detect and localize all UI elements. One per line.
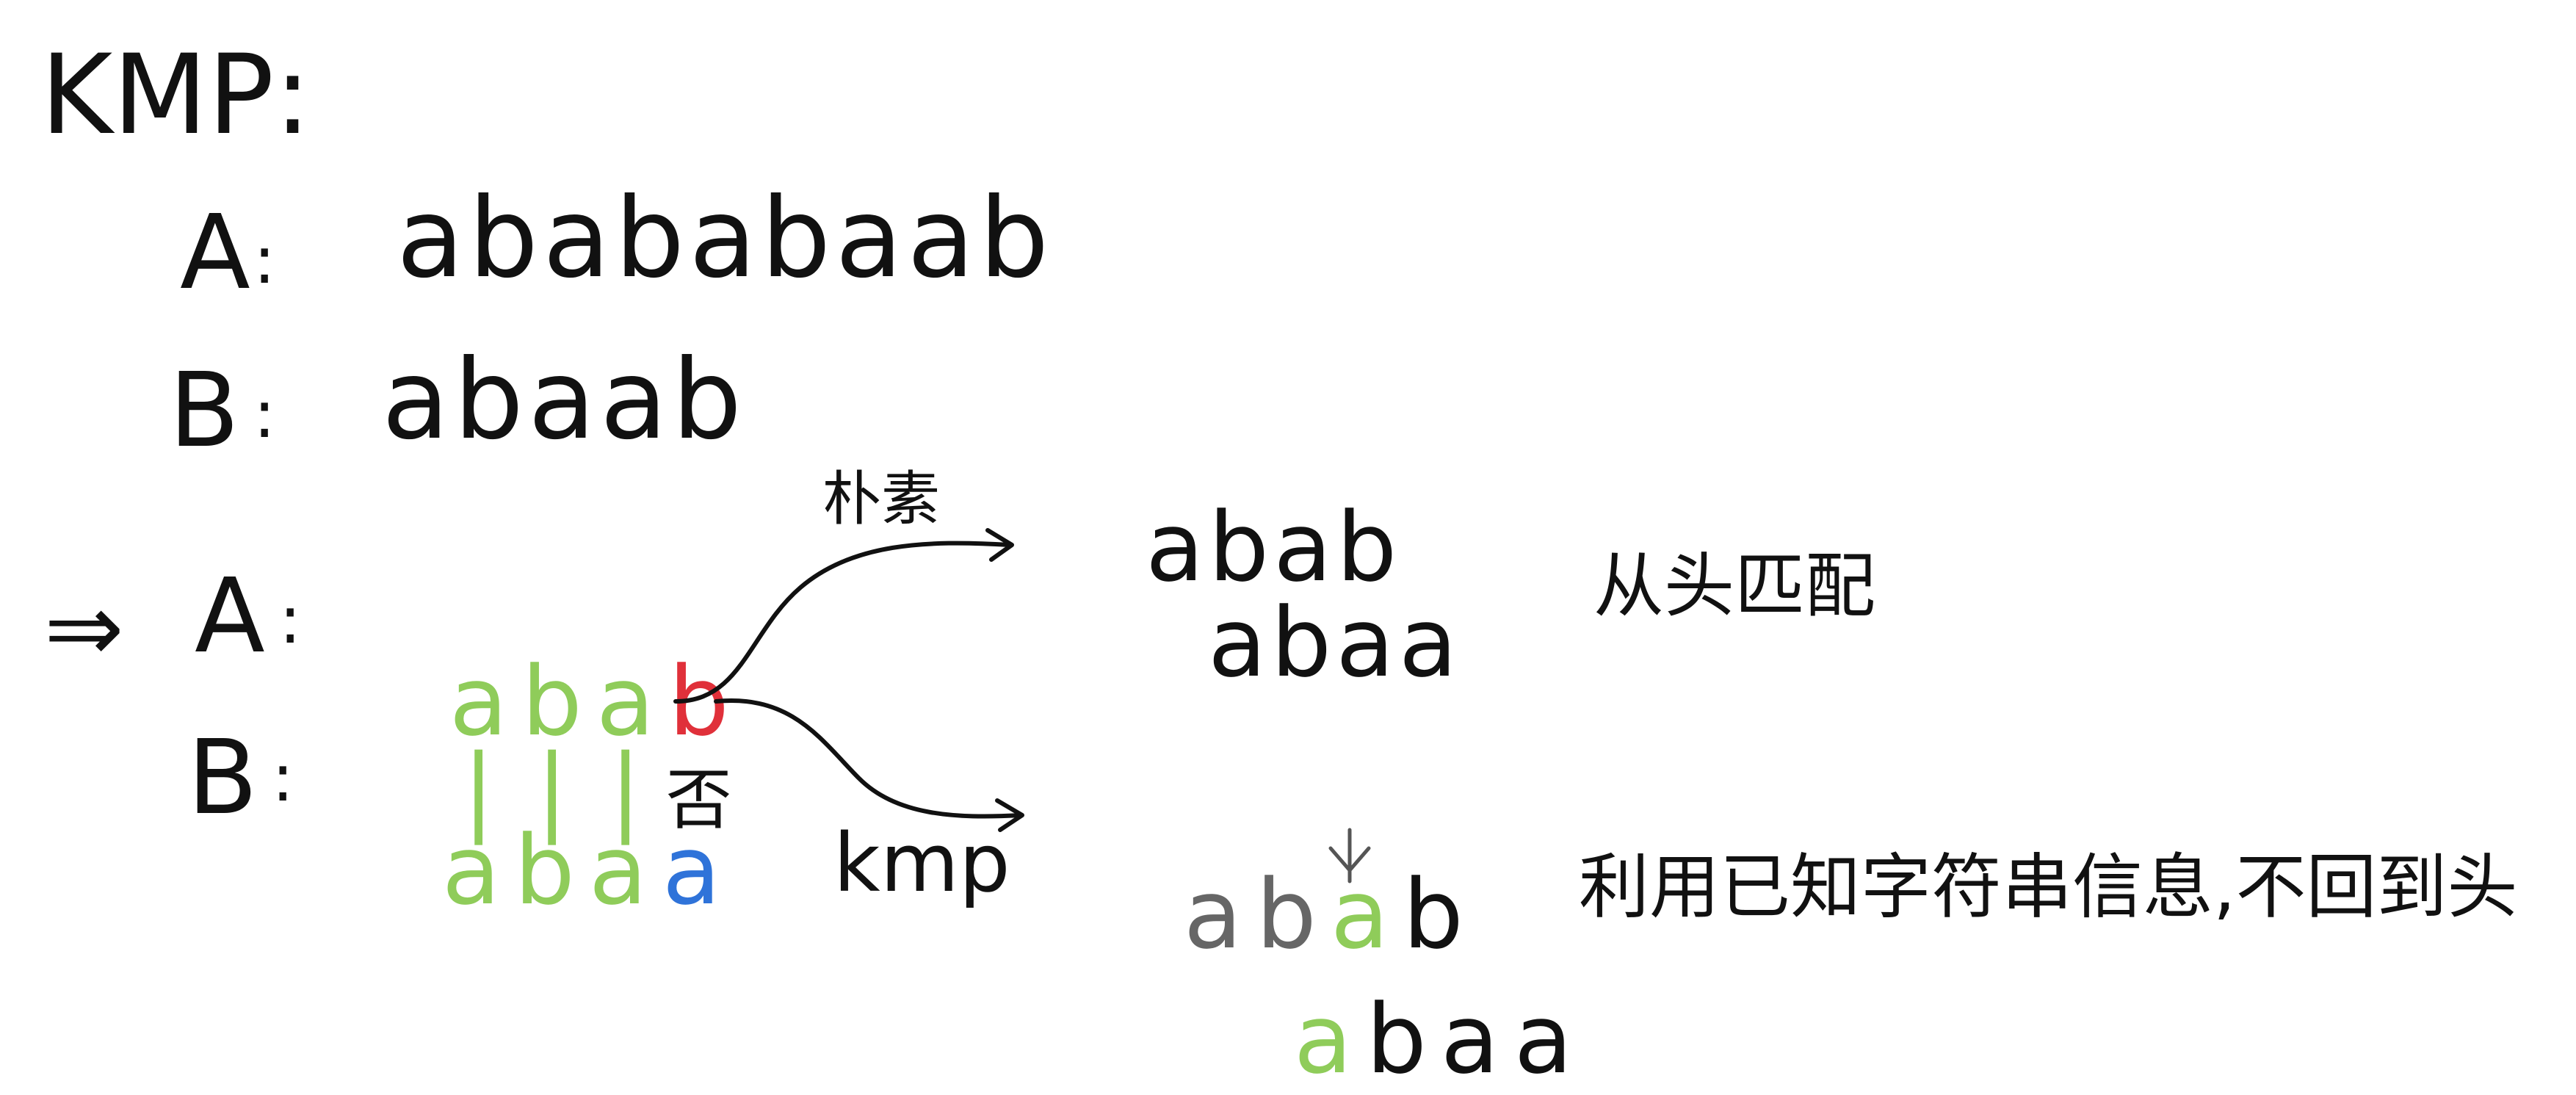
kmp-top-char: a bbox=[1183, 859, 1247, 970]
kmp-note: 利用已知字符串信息,不回到头 bbox=[1579, 846, 2518, 928]
kmp-bottom-char: a bbox=[1513, 983, 1577, 1095]
naive-bottom-string: abaa bbox=[1208, 587, 1462, 698]
naive-label: 朴素 bbox=[822, 465, 940, 533]
row-b-colon: : bbox=[253, 376, 276, 453]
compare-match-marks: |||否 bbox=[375, 646, 738, 837]
row-a-label: A bbox=[180, 193, 250, 313]
compare-b-colon: : bbox=[272, 740, 294, 817]
implies-arrow: ⇒ bbox=[44, 572, 124, 684]
kmp-top-char: b bbox=[1403, 859, 1468, 970]
compare-b-char: b bbox=[514, 814, 579, 926]
match-mark: | bbox=[609, 734, 646, 845]
compare-a-char: a bbox=[449, 646, 513, 757]
compare-a-char: a bbox=[596, 646, 659, 757]
kmp-arrowhead bbox=[995, 798, 1024, 832]
compare-a-char: b bbox=[521, 646, 587, 757]
shift-arrow bbox=[1328, 828, 1371, 883]
text-a-string: abababaab bbox=[397, 175, 1054, 303]
kmp-bottom-char: a bbox=[1440, 983, 1504, 1095]
compare-b-char: a bbox=[588, 814, 652, 926]
match-mark: | bbox=[535, 734, 573, 845]
naive-top-string: abab bbox=[1146, 491, 1402, 603]
kmp-branch-arrow bbox=[714, 698, 1023, 819]
naive-note: 从头匹配 bbox=[1593, 545, 1875, 627]
compare-b-char-mismatch: a bbox=[662, 814, 726, 926]
compare-a-label: A bbox=[195, 557, 265, 676]
text-b-string: abaab bbox=[382, 336, 747, 464]
naive-branch-arrow bbox=[673, 541, 1012, 704]
kmp-bottom-char: a bbox=[1293, 983, 1357, 1095]
match-mark: | bbox=[462, 734, 499, 845]
kmp-label: kmp bbox=[833, 816, 1010, 910]
compare-a-colon: : bbox=[279, 582, 302, 659]
compare-b-label: B bbox=[187, 718, 258, 838]
compare-b-char: a bbox=[441, 814, 505, 926]
kmp-top-char: b bbox=[1256, 859, 1321, 970]
mismatch-mark: 否 bbox=[665, 762, 737, 839]
row-a-colon: : bbox=[253, 222, 276, 299]
row-b-label: B bbox=[169, 351, 240, 471]
page-title: KMP: bbox=[40, 32, 311, 159]
kmp-top-chars: abab bbox=[1109, 771, 1472, 962]
kmp-bottom-char: b bbox=[1366, 983, 1431, 1095]
kmp-top-char: a bbox=[1330, 859, 1394, 970]
naive-arrowhead bbox=[985, 528, 1014, 562]
